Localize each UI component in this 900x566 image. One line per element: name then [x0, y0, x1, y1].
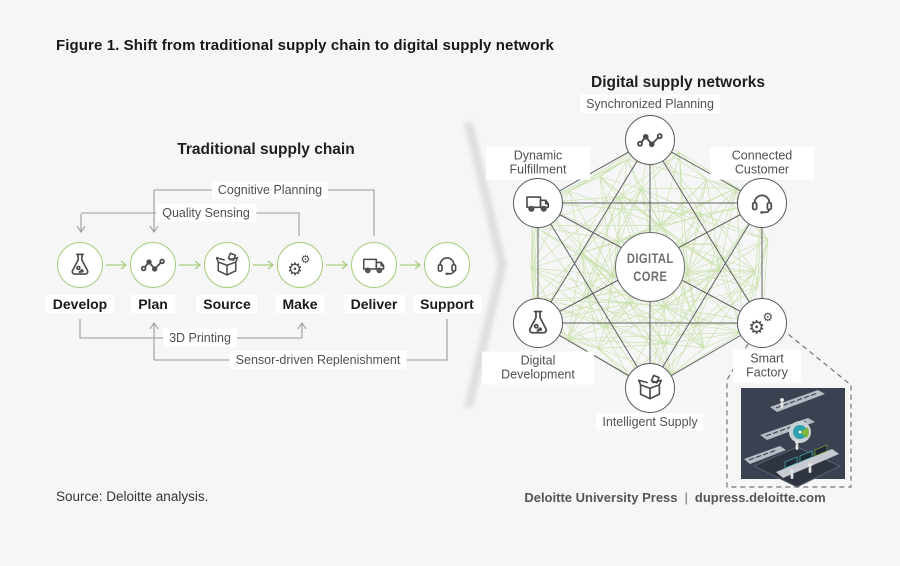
- stage-label-support: Support: [413, 295, 481, 313]
- stage-label-source: Source: [196, 295, 258, 313]
- stage-deliver: [351, 242, 397, 288]
- gears-icon: [287, 252, 311, 279]
- node-connected-customer: [737, 178, 787, 228]
- node-digital-development: [513, 298, 563, 348]
- node-label-connected-customer: Connected Customer: [710, 146, 814, 180]
- flask-icon: [71, 253, 89, 275]
- chart-icon: [140, 258, 165, 272]
- headset-icon: [437, 257, 457, 276]
- node-dynamic-fulfillment: [513, 178, 563, 228]
- node-intelligent-supply: [625, 363, 675, 413]
- footer-credit: Deloitte University Press | dupress.deloit…: [460, 490, 890, 505]
- footer-publisher: Deloitte University Press: [524, 490, 678, 505]
- chart-icon: [637, 133, 663, 148]
- truck-icon: [526, 196, 550, 212]
- stage-source: [204, 242, 250, 288]
- gears-icon: [748, 309, 774, 338]
- annotation-3d-printing: 3D Printing: [163, 328, 237, 348]
- stage-support: [424, 242, 470, 288]
- source-note: Source: Deloitte analysis.: [56, 489, 209, 504]
- node-label-smart-factory: Smart Factory: [733, 349, 801, 383]
- stage-make: [277, 242, 323, 288]
- stage-develop: [57, 242, 103, 288]
- box-icon: [215, 252, 239, 276]
- box-icon: [637, 374, 663, 400]
- stage-label-plan: Plan: [131, 295, 175, 313]
- stage-plan: [130, 242, 176, 288]
- headset-icon: [751, 194, 773, 215]
- smart-factory-illustration: [741, 388, 845, 488]
- annotation-sensor-replenishment: Sensor-driven Replenishment: [229, 350, 407, 370]
- node-synchronized-planning: [625, 115, 675, 165]
- truck-icon: [362, 258, 385, 274]
- node-label-digital-development: Digital Development: [482, 351, 594, 385]
- stage-label-develop: Develop: [45, 295, 115, 313]
- node-label-intelligent-supply: Intelligent Supply: [596, 412, 704, 432]
- stage-label-make: Make: [275, 295, 325, 313]
- node-smart-factory: [737, 298, 787, 348]
- annotation-cognitive-planning: Cognitive Planning: [211, 180, 329, 200]
- annotation-quality-sensing: Quality Sensing: [156, 203, 256, 223]
- flask-icon: [528, 310, 548, 334]
- stage-label-deliver: Deliver: [343, 295, 405, 313]
- footer-divider: |: [684, 490, 688, 505]
- digital-core-line2: CORE: [633, 268, 667, 284]
- digital-core-node: DIGITAL CORE: [615, 232, 685, 302]
- figure-title: Figure 1. Shift from traditional supply …: [56, 37, 554, 54]
- node-label-synchronized-planning: Synchronized Planning: [580, 94, 720, 114]
- traditional-heading: Traditional supply chain: [177, 141, 355, 158]
- digital-core-line1: DIGITAL: [626, 249, 674, 266]
- digital-heading: Digital supply networks: [591, 74, 765, 91]
- node-label-dynamic-fulfillment: Dynamic Fulfillment: [486, 146, 590, 180]
- footer-site: dupress.deloitte.com: [694, 490, 826, 505]
